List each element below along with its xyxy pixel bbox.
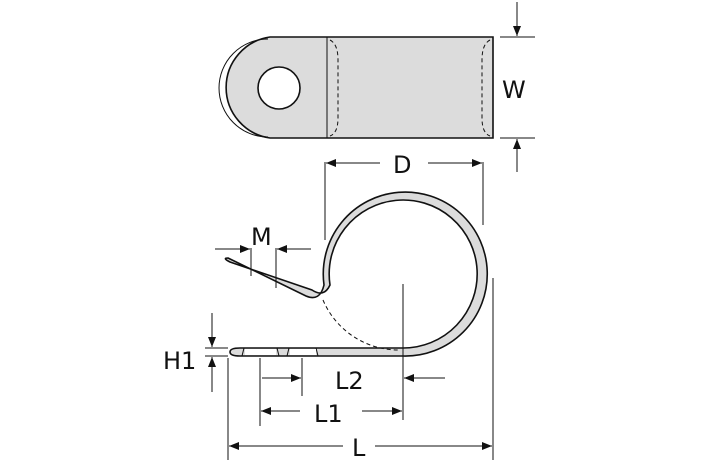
notch-1 [241,347,245,357]
bend-hidden-right [481,39,491,137]
cutout-2 [290,349,316,355]
label-l1: L1 [314,400,343,428]
notch-4 [315,347,319,357]
label-h1: H1 [163,347,196,375]
label-m: M [251,223,272,251]
cutout-1 [245,349,276,355]
notch-2 [276,347,280,357]
label-l: L [352,434,366,462]
bend-hidden-left [329,39,339,137]
hidden-arc [322,299,401,351]
label-d: D [393,151,411,179]
top-view: W [218,2,535,172]
notch-3 [286,347,290,357]
label-w: W [502,76,526,104]
side-view: D M H1 L2 L1 L [163,151,494,462]
top-view-edge [218,38,269,138]
label-l2: L2 [335,367,364,395]
mounting-hole [257,66,301,110]
clip-band [224,191,489,357]
